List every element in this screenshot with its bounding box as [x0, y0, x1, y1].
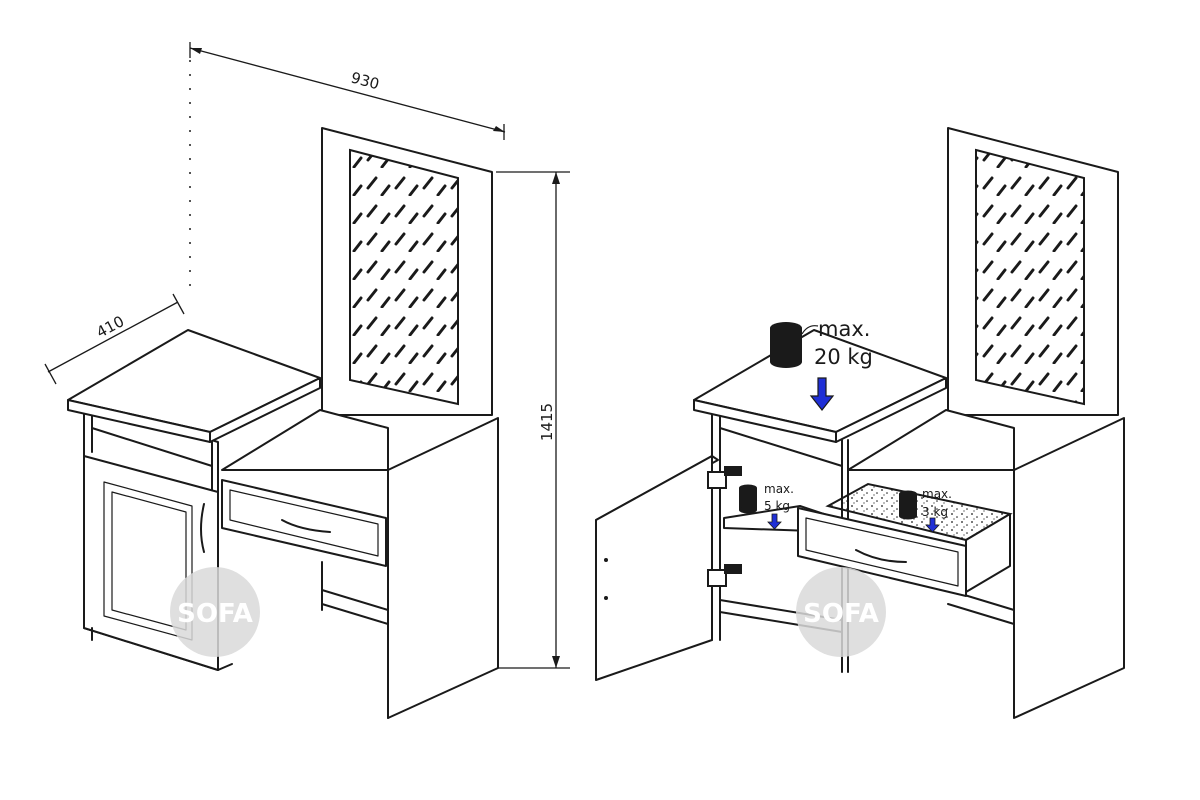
svg-text:max.: max.	[764, 482, 794, 496]
svg-text:max.: max.	[818, 317, 870, 341]
svg-text:max.: max.	[922, 487, 952, 501]
svg-text:SOFA: SOFA	[177, 599, 253, 629]
hinge-icon-bottom	[707, 564, 742, 587]
load-top: max. 20 kg	[770, 317, 873, 411]
mirror-panel-open	[947, 127, 1119, 416]
closed-unit: SOFA	[67, 127, 499, 719]
mirror-panel	[321, 127, 493, 416]
drawer-closed	[221, 479, 387, 567]
knee-space	[321, 561, 389, 625]
top-slab	[67, 329, 321, 443]
load-shelf: max. 5 kg	[739, 482, 794, 530]
drawer-handle	[281, 519, 331, 533]
weight-icon	[899, 490, 917, 520]
depth-dimension-label: 410	[93, 312, 127, 341]
right-side-panel	[387, 417, 499, 719]
svg-text:3 kg: 3 kg	[922, 505, 948, 519]
watermark-left: SOFA	[170, 567, 260, 657]
svg-text:SOFA: SOFA	[803, 599, 879, 629]
weight-icon	[739, 484, 757, 514]
down-arrow-icon	[767, 513, 782, 530]
svg-text:20 kg: 20 kg	[814, 345, 873, 369]
open-unit: SOFA max. 20 kg max. 5 kg	[595, 127, 1125, 719]
right-side-panel-open	[1013, 417, 1125, 719]
desk-surface	[221, 409, 389, 471]
watermark-right: SOFA	[796, 567, 886, 657]
drawer-handle-open	[855, 549, 907, 563]
door-handle	[200, 503, 205, 553]
down-arrow-icon	[925, 517, 940, 533]
weight-icon	[770, 322, 802, 368]
height-dimension-label: 1415	[538, 403, 556, 441]
drawer-open	[797, 482, 1013, 597]
width-dimension-label: 930	[349, 68, 381, 93]
hinge-icon-top	[707, 466, 742, 489]
cabinet-door-open	[595, 455, 719, 681]
load-drawer: max. 3 kg	[899, 487, 952, 533]
svg-text:5 kg: 5 kg	[764, 499, 790, 513]
down-arrow-icon	[809, 377, 835, 411]
